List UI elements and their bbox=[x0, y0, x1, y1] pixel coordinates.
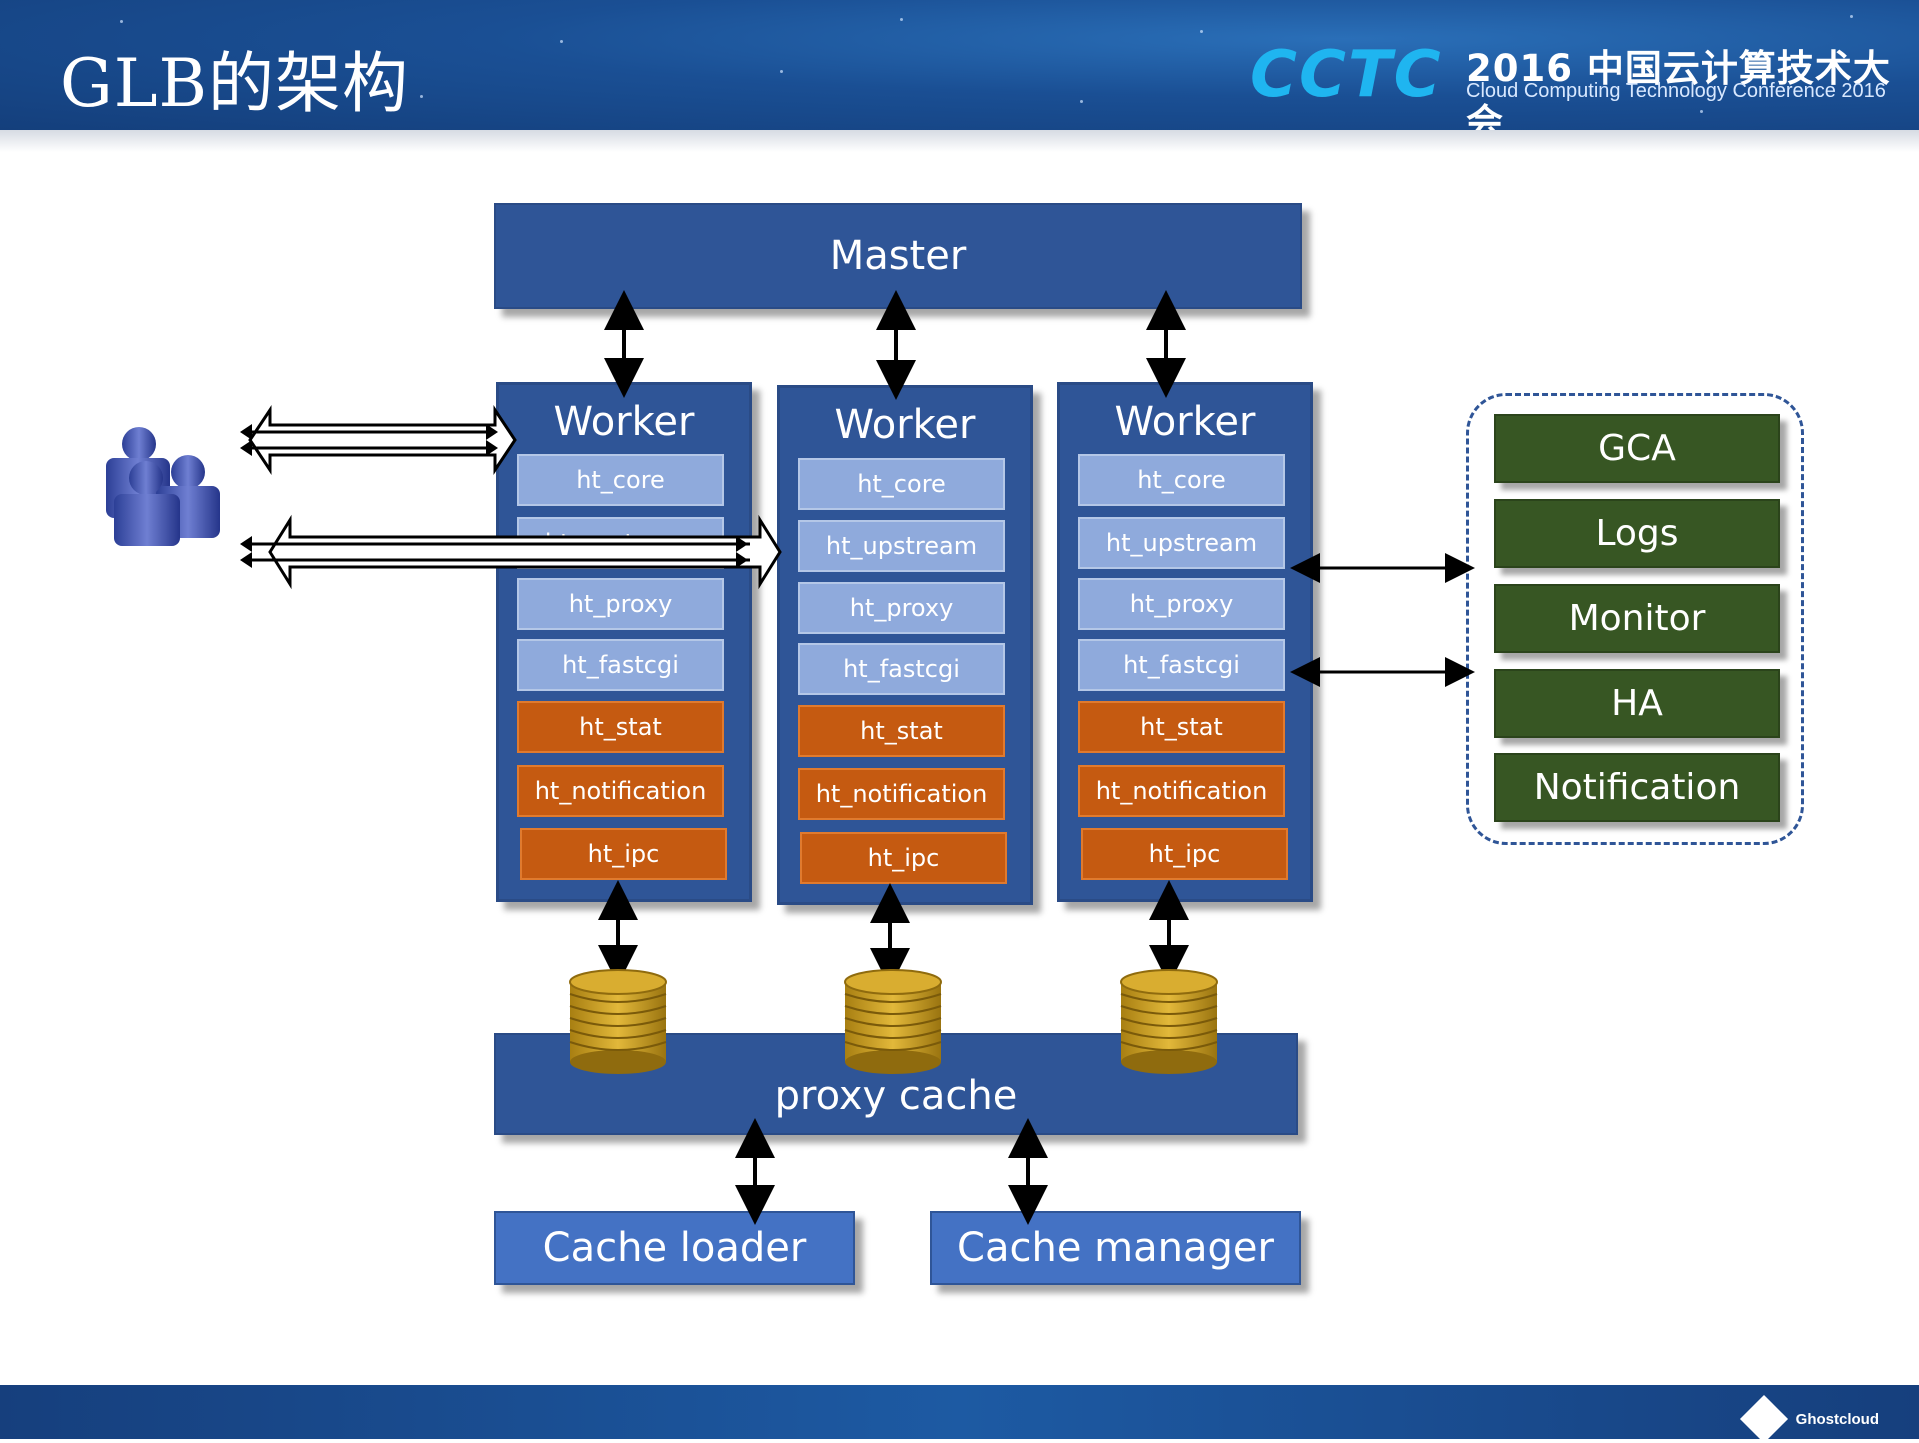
worker-title: Worker bbox=[1114, 399, 1256, 445]
module-ht-ipc: ht_ipc bbox=[520, 828, 727, 880]
users-icon bbox=[106, 427, 220, 546]
module-ht-notification: ht_notification bbox=[1078, 765, 1285, 817]
worker-title: Worker bbox=[553, 399, 695, 445]
module-ht-proxy: ht_proxy bbox=[1078, 578, 1285, 630]
worker-3: Worker ht_core ht_upstream ht_proxy ht_f… bbox=[1057, 382, 1313, 902]
cache-loader-box: Cache loader bbox=[494, 1211, 855, 1285]
star-decoration bbox=[420, 95, 423, 98]
disk-stack-icon-2 bbox=[844, 969, 942, 1074]
cache-manager-box: Cache manager bbox=[930, 1211, 1301, 1285]
client-arrow-to-worker-1 bbox=[240, 405, 517, 475]
module-ht-upstream: ht_upstream bbox=[1078, 517, 1285, 569]
disk-stack-icon-3 bbox=[1120, 969, 1218, 1074]
worker-2: Worker ht_core ht_upstream ht_proxy ht_f… bbox=[777, 385, 1033, 905]
header-shadow bbox=[0, 130, 1919, 152]
disk-stack-icon-1 bbox=[569, 969, 667, 1074]
slide-title: GLB的架构 bbox=[60, 45, 410, 122]
module-ht-core: ht_core bbox=[517, 454, 724, 506]
module-ht-proxy: ht_proxy bbox=[517, 578, 724, 630]
slide-header: GLB的架构 CCTC 2016 中国云计算技术大会 Cloud Computi… bbox=[0, 0, 1919, 130]
star-decoration bbox=[900, 18, 903, 21]
slide-footer bbox=[0, 1385, 1919, 1439]
module-ht-stat: ht_stat bbox=[517, 701, 724, 753]
worker-title: Worker bbox=[834, 402, 976, 448]
module-ht-core: ht_core bbox=[1078, 454, 1285, 506]
module-ht-fastcgi: ht_fastcgi bbox=[1078, 639, 1285, 691]
star-decoration bbox=[780, 70, 783, 73]
ghostcloud-logo-icon bbox=[1739, 1394, 1788, 1443]
conference-subtitle: Cloud Computing Technology Conference 20… bbox=[1466, 80, 1886, 102]
service-ha: HA bbox=[1494, 669, 1780, 738]
module-ht-upstream: ht_upstream bbox=[798, 520, 1005, 572]
footer-brand: Ghostcloud bbox=[1739, 1394, 1879, 1443]
module-ht-notification: ht_notification bbox=[517, 765, 724, 817]
client-arrow-to-worker-2 bbox=[240, 514, 782, 590]
services-group bbox=[1466, 393, 1804, 845]
service-monitor: Monitor bbox=[1494, 584, 1780, 653]
conference-logo: CCTC bbox=[1250, 38, 1443, 112]
star-decoration bbox=[1700, 110, 1703, 113]
module-ht-core: ht_core bbox=[798, 458, 1005, 510]
module-ht-fastcgi: ht_fastcgi bbox=[517, 639, 724, 691]
module-ht-ipc: ht_ipc bbox=[1081, 828, 1288, 880]
service-logs: Logs bbox=[1494, 499, 1780, 568]
star-decoration bbox=[1080, 100, 1083, 103]
conference-title: 2016 中国云计算技术大会 bbox=[1466, 47, 1891, 130]
module-ht-proxy: ht_proxy bbox=[798, 582, 1005, 634]
module-ht-fastcgi: ht_fastcgi bbox=[798, 643, 1005, 695]
star-decoration bbox=[1200, 30, 1203, 33]
star-decoration bbox=[560, 40, 563, 43]
module-ht-notification: ht_notification bbox=[798, 768, 1005, 820]
star-decoration bbox=[120, 20, 123, 23]
module-ht-stat: ht_stat bbox=[1078, 701, 1285, 753]
service-gca: GCA bbox=[1494, 414, 1780, 483]
footer-brand-name: Ghostcloud bbox=[1795, 1410, 1879, 1428]
module-ht-stat: ht_stat bbox=[798, 705, 1005, 757]
star-decoration bbox=[1850, 15, 1853, 18]
service-notification: Notification bbox=[1494, 753, 1780, 822]
